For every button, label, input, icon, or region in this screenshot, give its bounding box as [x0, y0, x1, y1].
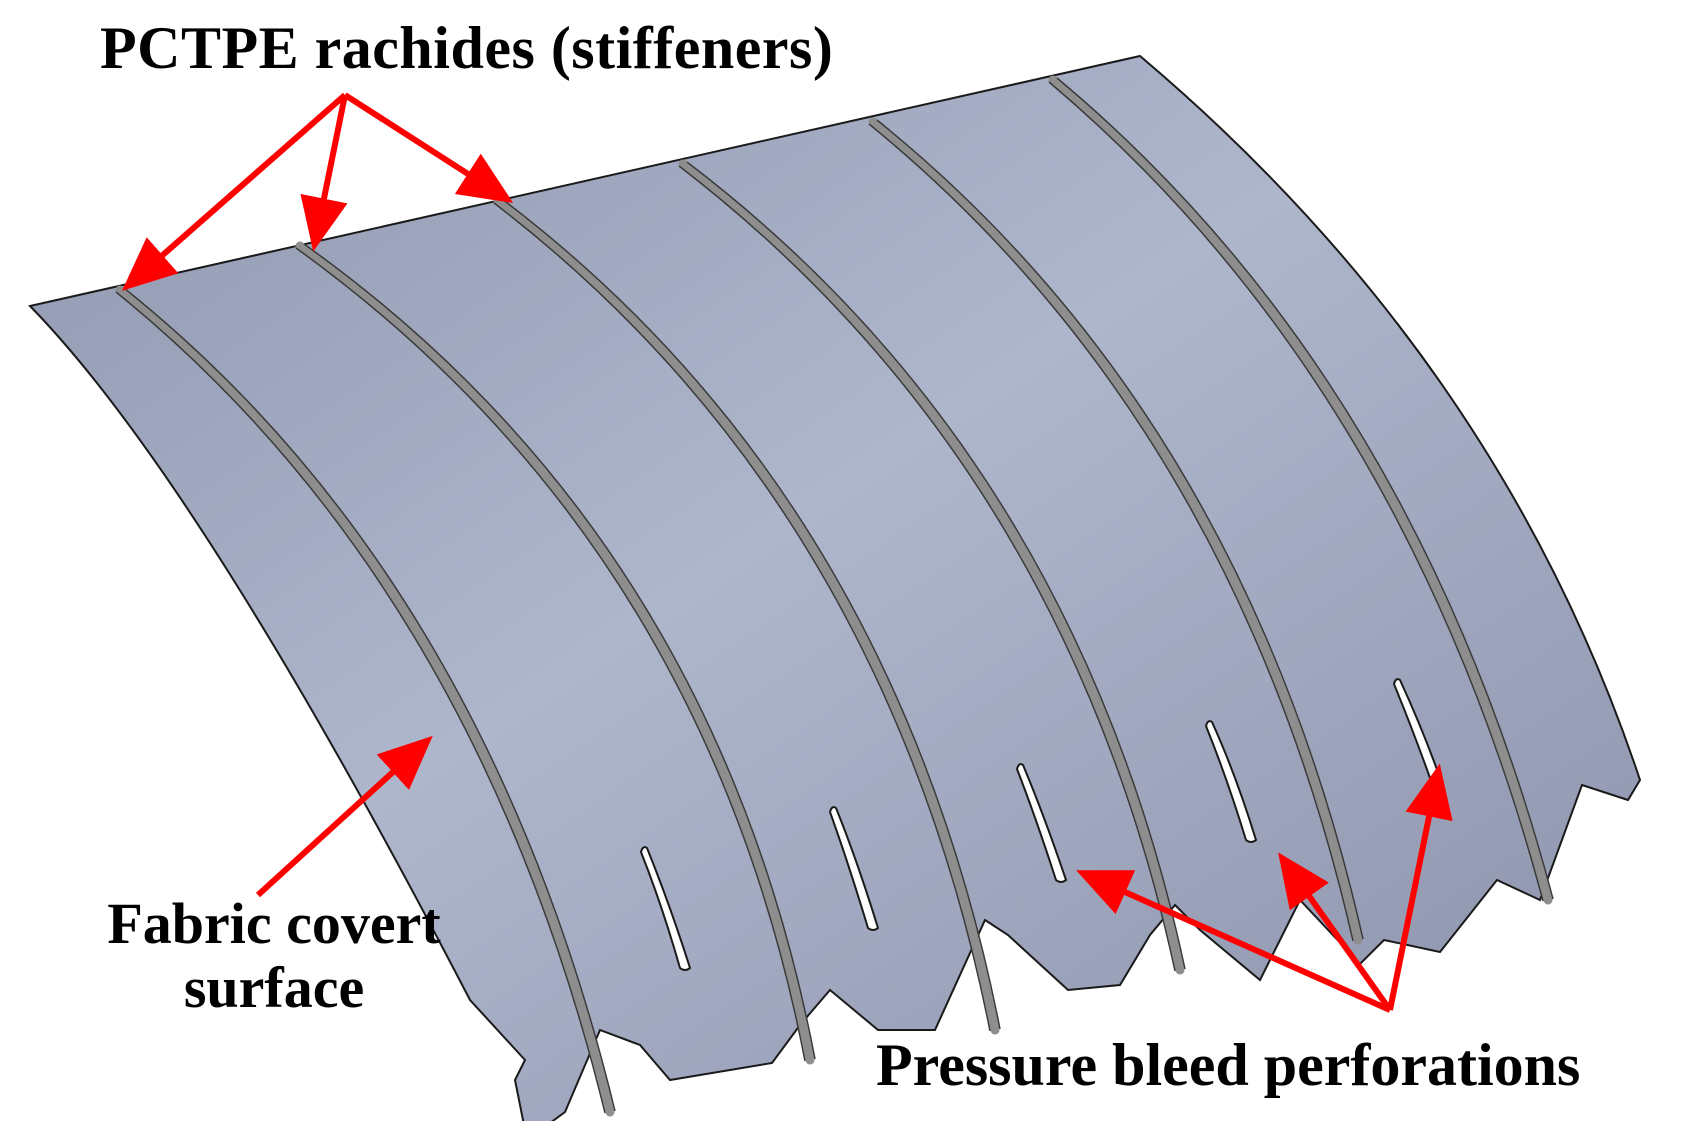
rachis-1-edge-a [115, 291, 606, 1114]
arrow-to-perforation-4 [1278, 852, 1393, 1012]
rachis-5-edge-a [868, 123, 1354, 942]
perforations-group [639, 678, 1442, 971]
rachis-6-edge-b [1056, 77, 1554, 900]
rachis-6 [1048, 75, 1553, 905]
perforation-2 [828, 806, 880, 931]
rachis-1-edge-b [123, 287, 616, 1112]
perforation-3 [1015, 763, 1068, 883]
rachis-4 [678, 159, 1185, 975]
rachides-group [115, 75, 1553, 1117]
rachis-1 [115, 285, 615, 1117]
annotation-arrows [121, 92, 1453, 1013]
fabric-surface-label-line2: surface [183, 955, 365, 1020]
rachis-3 [493, 196, 1000, 1035]
rachis-2-edge-a [295, 247, 806, 1062]
rachis-2 [295, 241, 815, 1065]
arrow-to-rachis-2 [300, 94, 348, 252]
perforation-4 [1204, 720, 1258, 843]
rachis-4-edge-a [678, 165, 1176, 972]
rachis-3-edge-a [493, 202, 991, 1032]
arrow-to-fabric-surface [255, 735, 433, 898]
rachis-3-edge-b [501, 198, 1001, 1030]
arrow-to-perforation-5 [1387, 763, 1453, 1011]
rachides-edges [115, 77, 1554, 1114]
perforations-label: Pressure bleed perforations [876, 1032, 1581, 1098]
rachis-6-edge-a [1048, 81, 1544, 902]
rachis-5-edge-b [876, 119, 1364, 940]
arrow-to-rachis-3 [343, 92, 514, 203]
arrow-to-rachis-1 [121, 92, 347, 291]
fabric-surface-label-line1: Fabric covert [107, 891, 441, 956]
rachis-2-edge-b [303, 243, 816, 1060]
stiffeners-label: PCTPE rachides (stiffeners) [100, 15, 834, 81]
arrow-to-perforation-3 [1076, 870, 1392, 1013]
fabric-surface-label: Fabric covert surface [64, 895, 484, 1017]
rachis-4-edge-b [686, 161, 1186, 970]
rachis-5 [868, 117, 1363, 945]
perforation-1 [639, 846, 692, 971]
